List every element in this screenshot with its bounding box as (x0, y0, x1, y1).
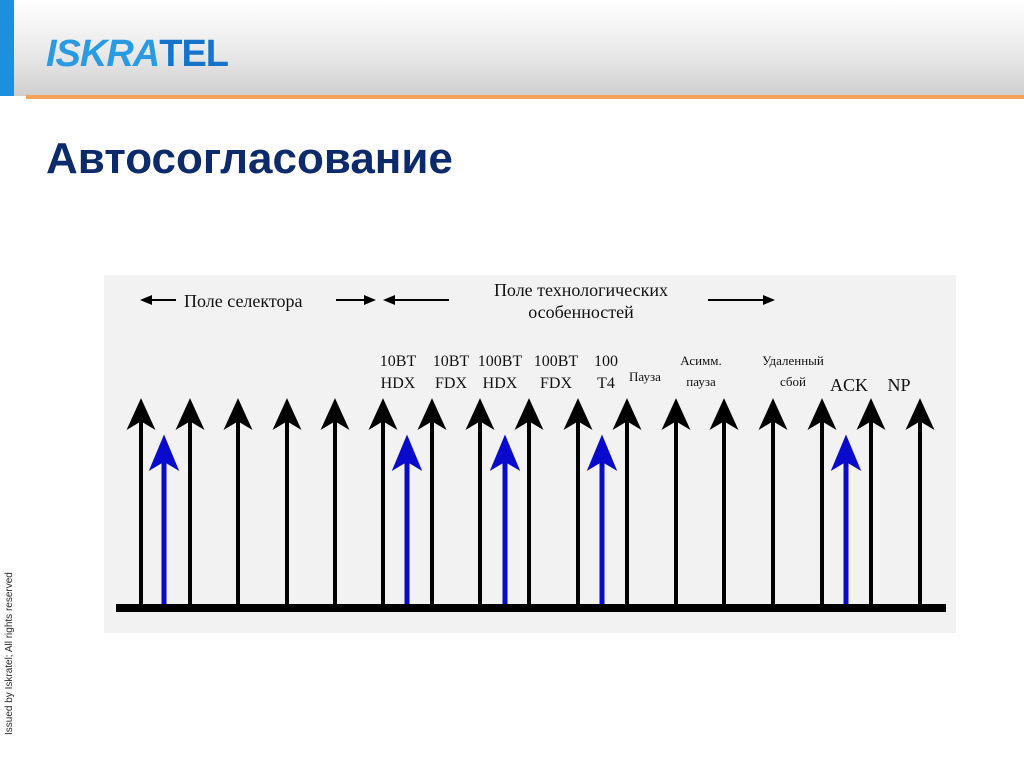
black-arrowhead (368, 398, 398, 431)
label-10bt-fdx-line2: FDX (435, 375, 467, 392)
black-arrowhead (709, 398, 739, 431)
black-arrowhead (758, 398, 788, 431)
selector-field-label: Поле селектора (184, 291, 303, 311)
blue-set-bit-arrows (148, 434, 862, 608)
blue-arrowhead (148, 434, 180, 472)
black-arrowhead (223, 398, 253, 431)
technology-field-label-line1: Поле технологических (494, 280, 668, 300)
black-arrowhead (320, 398, 350, 431)
bit-labels: 10BT HDX 10BT FDX 100BT HDX 100BT FDX 10… (380, 353, 911, 395)
technology-field-bracket: Поле технологических особенностей (383, 280, 775, 322)
autonegotiation-diagram: Поле селектора Поле технологических особ… (104, 275, 956, 633)
label-10bt-hdx-line1: 10BT (380, 353, 417, 370)
black-arrowhead (417, 398, 447, 431)
black-arrowhead (807, 398, 837, 431)
label-100-t4-line2: T4 (597, 375, 615, 392)
black-arrowhead (272, 398, 302, 431)
black-arrowhead (563, 398, 593, 431)
label-10bt-hdx-line2: HDX (381, 375, 416, 392)
black-arrowhead (856, 398, 886, 431)
timeline-baseline (116, 604, 946, 612)
black-pulse-arrows (126, 398, 935, 608)
label-asym-pause-line2: пауза (686, 374, 716, 389)
selector-field-bracket: Поле селектора (140, 291, 376, 311)
label-remote-fault-line1: Удаленный (762, 353, 824, 368)
left-accent-bar (0, 0, 14, 96)
label-100bt-fdx-line2: FDX (540, 375, 572, 392)
black-arrowhead (126, 398, 156, 431)
header-divider (26, 95, 1024, 99)
label-100-t4-line1: 100 (594, 353, 618, 370)
label-np: NP (887, 375, 910, 395)
black-arrowhead (514, 398, 544, 431)
black-arrowhead (175, 398, 205, 431)
black-arrowhead (612, 398, 642, 431)
blue-arrowhead (586, 434, 618, 472)
label-100bt-hdx-line1: 100BT (478, 353, 523, 370)
page-title: Автосогласование (46, 134, 453, 183)
label-100bt-fdx-line1: 100BT (534, 353, 579, 370)
label-10bt-fdx-line1: 10BT (433, 353, 470, 370)
black-arrowhead (661, 398, 691, 431)
label-pause: Пауза (629, 369, 661, 384)
black-arrowhead (465, 398, 495, 431)
blue-arrowhead (489, 434, 521, 472)
black-arrowhead (905, 398, 935, 431)
label-ack: ACK (830, 375, 868, 395)
iskratel-logo: ISKRATEL (46, 33, 229, 75)
blue-arrowhead (830, 434, 862, 472)
header-bar (0, 0, 1024, 96)
label-remote-fault-line2: сбой (780, 374, 806, 389)
label-100bt-hdx-line2: HDX (483, 375, 518, 392)
copyright-note: Issued by Iskratel; All rights reserved (4, 572, 15, 735)
technology-field-label-line2: особенностей (528, 302, 634, 322)
blue-arrowhead (391, 434, 423, 472)
label-asym-pause-line1: Асимм. (680, 353, 722, 368)
